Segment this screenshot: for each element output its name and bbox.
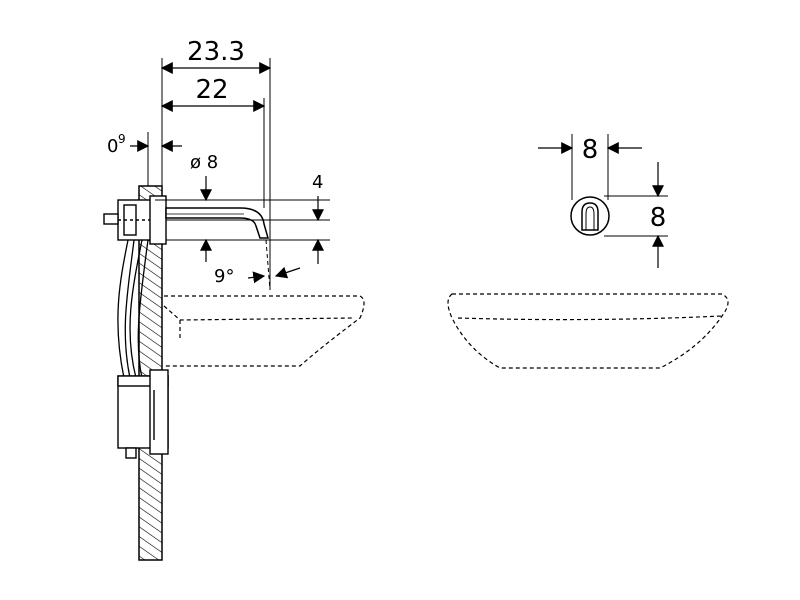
dimension-wall-gap: 0 9: [107, 132, 182, 157]
spout-end-view: [570, 196, 610, 236]
side-view: 23.3 22 0 9 ø 8 4 9°: [103, 37, 365, 561]
dimension-front-height: 8: [650, 162, 667, 268]
front-view: 8 8: [447, 134, 729, 369]
upper-mounting-box: [103, 195, 167, 245]
lower-control-unit: [117, 369, 169, 459]
dimension-reach: 22: [160, 75, 266, 112]
water-stream: [265, 239, 271, 291]
dimension-angle: 9°: [214, 266, 301, 287]
basin-side-outline: [163, 295, 365, 367]
dimension-front-width: 8: [538, 135, 642, 165]
dimension-label-front-width: 8: [582, 135, 599, 165]
extension-lines: [147, 58, 330, 290]
dimension-label-height: 4: [312, 172, 323, 193]
dimension-label-diameter: ø 8: [190, 152, 218, 173]
dimension-height: 4: [312, 172, 324, 264]
connection-cables: [117, 239, 149, 379]
spout: [165, 207, 269, 239]
dimension-label-reach: 22: [195, 75, 228, 105]
dimension-label-wall-gap-superscript: 9: [118, 132, 126, 146]
dimension-label-angle: 9°: [214, 266, 234, 287]
dimension-label-total: 23.3: [187, 37, 245, 67]
dimension-label-wall-gap: 0: [107, 136, 118, 157]
basin-front-outline: [447, 293, 729, 369]
dimension-label-front-height: 8: [650, 203, 667, 233]
dimension-total-length: 23.3: [160, 37, 272, 74]
dimension-diameter: ø 8: [190, 152, 218, 262]
